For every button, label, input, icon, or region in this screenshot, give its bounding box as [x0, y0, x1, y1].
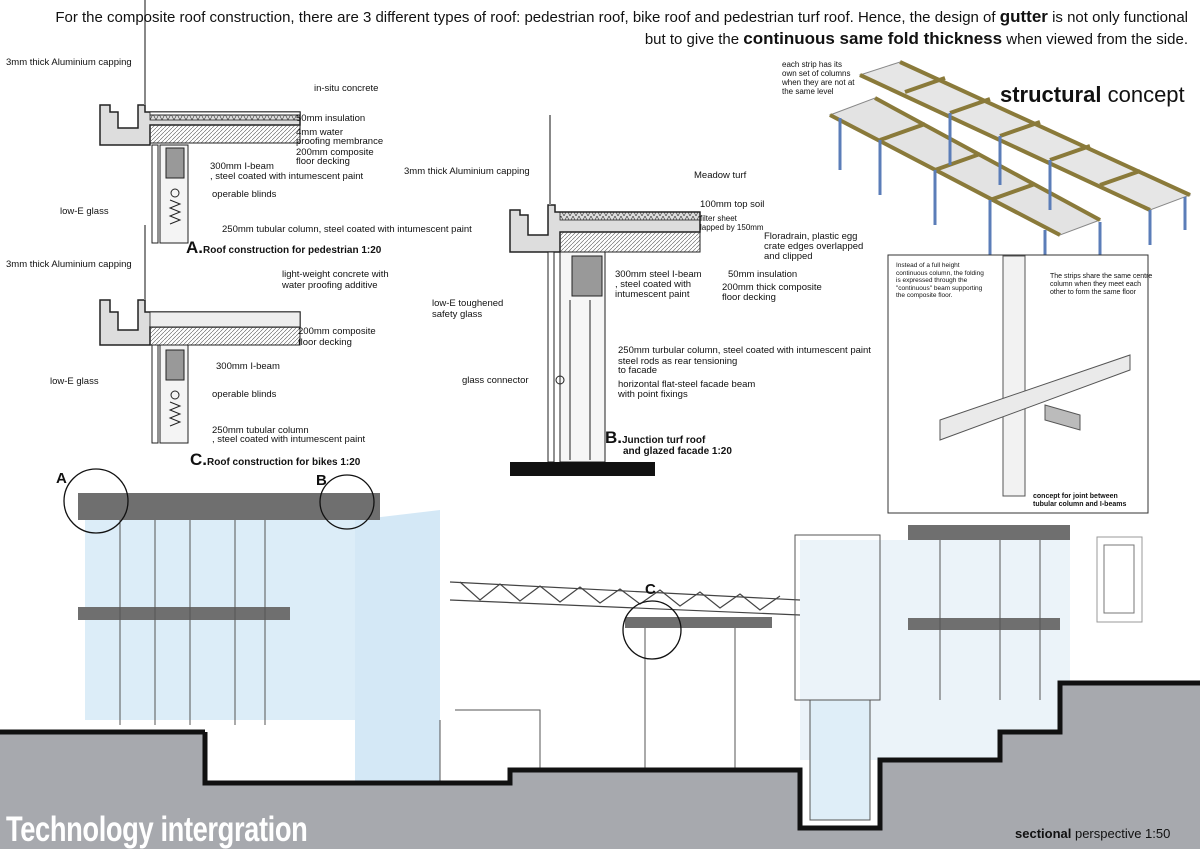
note3-line: column when they meet each: [1050, 281, 1142, 288]
page-title: Technology intergration: [6, 810, 308, 849]
scale-label: sectional perspective 1:50: [1015, 826, 1170, 841]
label-a-membrane-2: proofing membrance: [296, 136, 384, 147]
note-folding: Instead of a full height continuous colu…: [896, 262, 984, 300]
structural-title-bold: structural: [1000, 82, 1102, 107]
detail-b-drawing: [509, 115, 701, 476]
label-b-rods-1: steel rods as rear tensioning: [618, 356, 738, 367]
intro-line1-post: is not only functional: [1047, 9, 1188, 26]
label-b-ibeam-3: intumescent paint: [615, 289, 690, 300]
note2-line: Instead of a full height: [896, 262, 960, 269]
note3-line: other to form the same floor: [1050, 289, 1136, 296]
caption-b-text-1: Junction turf roof: [622, 435, 706, 446]
label-b-column: 250mm turbular column, steel coated with…: [618, 345, 871, 356]
label-b-filter-2: lapped by 150mm: [700, 223, 764, 232]
caption-a-text: Roof construction for pedestrian 1:20: [203, 245, 382, 256]
intro-line2-post: when viewed from the side.: [1002, 31, 1188, 48]
detail-a-drawing: [99, 0, 301, 244]
label-b-insulation: 50mm insulation: [728, 269, 798, 280]
note2-line: the composite floor.: [896, 292, 953, 299]
note2-line: "continuous" beam supporting: [896, 284, 983, 292]
label-a-decking-2: floor decking: [296, 156, 350, 167]
label-a-concrete: in-situ concrete: [314, 83, 379, 94]
label-a-ibeam-2: , steel coated with intumescent paint: [210, 171, 364, 182]
label-a-glass: low-E glass: [60, 206, 109, 217]
sectional-perspective-drawing: [0, 468, 1200, 849]
label-a-decking-1: 200mm composite: [296, 147, 374, 158]
scale-label-rest: perspective 1:50: [1071, 826, 1171, 841]
label-b-capping: 3mm thick Aluminium capping: [404, 166, 530, 177]
label-b-drain-1: Floradrain, plastic egg: [764, 231, 858, 242]
label-a-ibeam-1: 300mm I-beam: [210, 161, 274, 172]
intro-text: For the composite roof construction, the…: [28, 6, 1188, 50]
label-c-concrete-1: light-weight concrete with: [282, 269, 389, 280]
section-marker-b: B: [316, 472, 327, 489]
label-a-column: 250mm tubular column, steel coated with …: [222, 224, 472, 235]
joint-concept-drawing: [887, 254, 1149, 514]
intro-line2-pre: but to give the: [644, 31, 744, 48]
label-b-ibeam-2: , steel coated with: [615, 279, 692, 290]
label-a-membrane-1: 4mm water: [296, 127, 343, 138]
structural-concept-drawing: [828, 60, 1192, 280]
caption-a-letter: A.: [186, 238, 203, 257]
label-c-concrete-2: water proofing additive: [282, 280, 378, 291]
note1-line: own set of columns: [782, 69, 851, 78]
label-b-soil: 100mm top soil: [700, 199, 765, 210]
note1-line: when they are not at: [782, 78, 855, 87]
label-b-connector: glass connector: [462, 375, 529, 386]
section-marker-a: A: [56, 470, 67, 487]
caption-b-2: and glazed facade 1:20: [623, 446, 732, 457]
label-c-capping: 3mm thick Aluminium capping: [6, 259, 132, 270]
caption-c: C.Roof construction for bikes 1:20: [190, 450, 360, 470]
label-a-capping: 3mm thick Aluminium capping: [6, 57, 132, 68]
label-b-filter-1: filter sheet: [700, 214, 737, 223]
note-shared-column: The strips share the same centre column …: [1050, 273, 1152, 297]
detail-c-drawing: [99, 225, 301, 444]
note3-line: The strips share the same centre: [1050, 273, 1153, 280]
label-c-blinds: operable blinds: [212, 389, 277, 400]
intro-line-2: but to give the continuous same fold thi…: [28, 28, 1188, 50]
note1-line: the same level: [782, 87, 834, 96]
label-c-decking-1: 200mm composite: [298, 326, 376, 337]
label-c-glass: low-E glass: [50, 376, 99, 387]
scale-label-bold: sectional: [1015, 826, 1072, 841]
label-b-drain-3: and clipped: [764, 251, 813, 262]
label-b-glass-1: low-E toughened: [432, 298, 504, 309]
note-joint-concept: concept for joint between tubular column…: [1033, 493, 1126, 509]
caption-b: B.Junction turf roof: [605, 428, 705, 448]
label-a-insulation: 50mm insulation: [296, 113, 366, 124]
note2-line: continuous column, the folding: [896, 269, 984, 277]
note2-line: is expressed through the: [896, 277, 968, 284]
label-c-column-1: 250mm tubular column: [212, 425, 309, 436]
label-c-column-2: , steel coated with intumescent paint: [212, 434, 366, 445]
structural-concept-title: structural concept: [1000, 82, 1185, 108]
label-b-rods-2: to facade: [618, 365, 658, 376]
section-marker-c: C: [645, 581, 656, 598]
caption-c-letter: C.: [190, 450, 207, 469]
label-b-facadebeam-2: with point fixings: [618, 389, 688, 400]
label-b-turf: Meadow turf: [694, 170, 747, 181]
label-b-glass-2: safety glass: [432, 309, 483, 320]
intro-line-1: For the composite roof construction, the…: [28, 6, 1188, 28]
label-b-ibeam-1: 300mm steel I-beam: [615, 269, 702, 280]
label-a-blinds: operable blinds: [212, 189, 277, 200]
note-strip-columns: each strip has its own set of columns wh…: [782, 60, 855, 96]
label-c-decking-2: floor decking: [298, 337, 352, 348]
caption-c-text: Roof construction for bikes 1:20: [207, 457, 361, 468]
label-b-decking-1: 200mm thick composite: [722, 282, 822, 293]
label-b-decking-2: floor decking: [722, 292, 776, 303]
note1-line: each strip has its: [782, 60, 843, 69]
note4-line: concept for joint between: [1033, 493, 1118, 500]
structural-title-rest: concept: [1101, 82, 1185, 107]
label-b-facadebeam-1: horizontal flat-steel facade beam: [618, 379, 756, 390]
intro-line1-bold: gutter: [999, 7, 1048, 26]
note4-line: tubular column and I-beams: [1033, 501, 1127, 508]
caption-a: A.Roof construction for pedestrian 1:20: [186, 238, 381, 258]
intro-line1-pre: For the composite roof construction, the…: [55, 9, 1000, 26]
intro-line2-bold: continuous same fold thickness: [743, 29, 1003, 48]
label-c-ibeam: 300mm I-beam: [216, 361, 280, 372]
caption-b-letter: B.: [605, 428, 622, 447]
label-b-drain-2: crate edges overlapped: [764, 241, 864, 252]
